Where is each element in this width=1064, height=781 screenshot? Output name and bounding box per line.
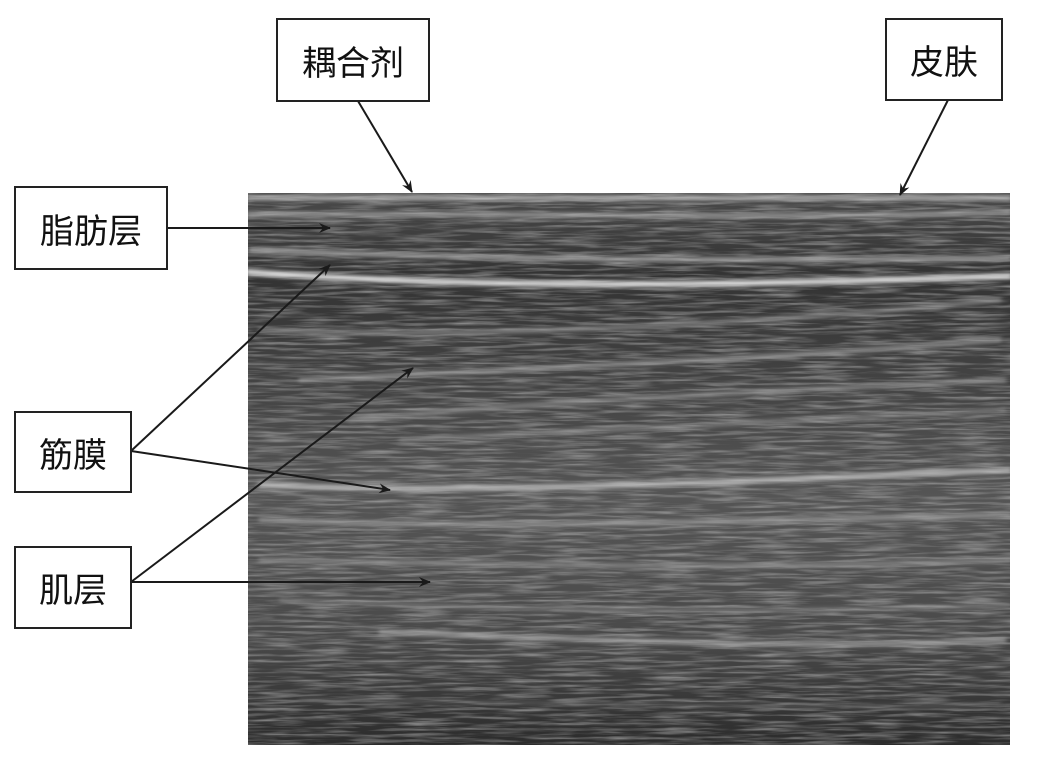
- arrow-fascia-lower: [130, 450, 391, 494]
- label-skin: 皮肤: [885, 18, 1003, 101]
- label-coupling-agent: 耦合剂: [276, 18, 430, 102]
- label-muscle-layer: 肌层: [14, 546, 132, 629]
- arrow-muscle-upper: [130, 367, 414, 583]
- arrow-fascia-upper: [130, 264, 331, 452]
- ultrasound-image: [248, 193, 1010, 745]
- arrow-skin: [899, 99, 949, 196]
- label-fat-layer: 脂肪层: [14, 186, 168, 270]
- label-fascia: 筋膜: [14, 411, 132, 493]
- arrows: [130, 99, 949, 587]
- arrow-coupling-agent: [357, 100, 413, 193]
